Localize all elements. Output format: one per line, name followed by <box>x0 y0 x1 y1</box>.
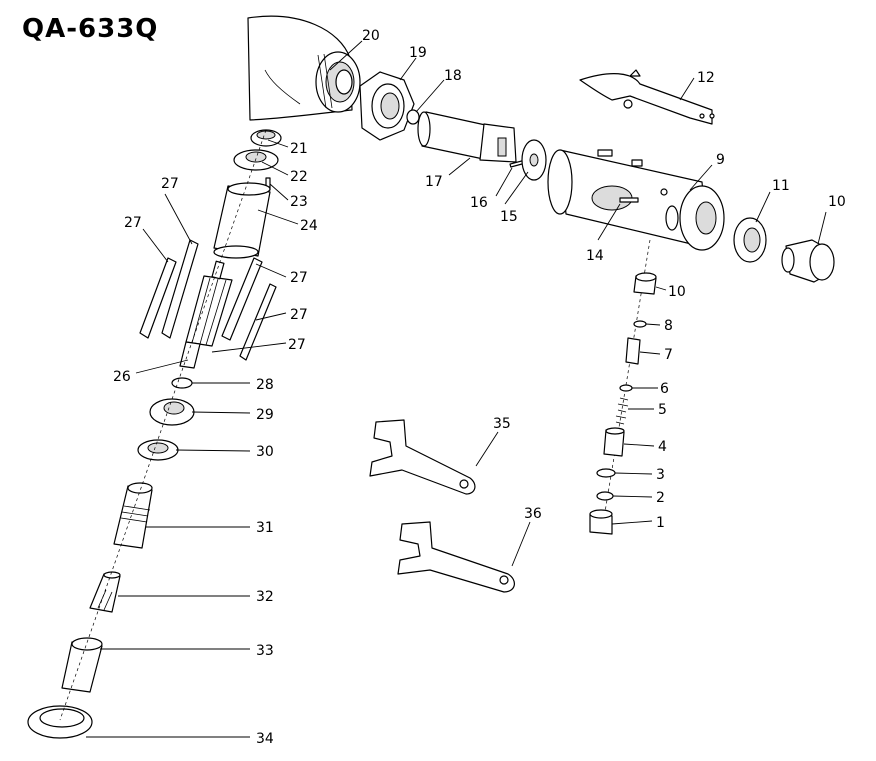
part-34-lock-ring <box>27 705 93 739</box>
callout-18: 17 <box>425 174 443 190</box>
callout-26: 26 <box>113 369 131 385</box>
callout-28: 28 <box>256 377 274 393</box>
part-6-o-ring <box>619 384 633 392</box>
callout-4: 4 <box>658 439 667 455</box>
model-title: QA-633Q <box>22 14 159 44</box>
part-22-bearing <box>250 129 282 147</box>
callout-27-c: 27 <box>290 270 308 286</box>
callout-27-b: 27 <box>124 215 142 231</box>
callout-20: 19 <box>409 45 427 61</box>
part-8-o-ring <box>633 320 647 328</box>
part-26-rotor <box>179 260 233 369</box>
part-18-throttle-shaft <box>417 111 517 163</box>
callout-10: 10 <box>668 284 686 300</box>
callout-22: 21 <box>290 141 308 157</box>
callout-30: 30 <box>256 444 274 460</box>
part-5-spring <box>615 397 629 425</box>
callout-labels: 20 19 18 21 22 23 24 12 9 11 10 17 16 15… <box>113 28 846 747</box>
part-20-ring-nut <box>359 71 415 141</box>
callout-17: 16 <box>470 195 488 211</box>
part-25-cylinder <box>213 182 271 259</box>
part-12-inlet-bushing <box>781 239 835 283</box>
part-14-lever <box>579 69 715 125</box>
callout-3: 3 <box>656 467 665 483</box>
part-29-bearing-cap <box>149 398 195 426</box>
part-11-gasket <box>733 217 767 263</box>
part-36-wrench <box>397 521 515 593</box>
part-7-valve-stem <box>625 337 641 365</box>
part-33-collet-nut <box>61 637 103 693</box>
callout-27-a: 27 <box>161 176 179 192</box>
part-15-pin <box>619 197 639 203</box>
callout-6: 6 <box>660 381 669 397</box>
part-10-valve-bush <box>633 272 657 295</box>
callout-9: 9 <box>716 152 725 168</box>
part-16-gasket <box>521 139 547 181</box>
callout-2: 2 <box>656 490 665 506</box>
callout-29: 29 <box>256 407 274 423</box>
part-3-o-ring <box>596 468 616 478</box>
callout-36: 36 <box>524 506 542 522</box>
part-30-bearing <box>137 439 179 461</box>
callout-5: 5 <box>658 402 667 418</box>
part-27-vanes <box>139 239 277 361</box>
callout-34: 34 <box>256 731 274 747</box>
callout-32: 32 <box>256 589 274 605</box>
part-19-o-ring <box>406 109 420 125</box>
callout-7: 7 <box>664 347 673 363</box>
part-1-valve-cap <box>589 509 613 535</box>
callout-16: 15 <box>500 209 518 225</box>
callout-27-e: 27 <box>288 337 306 353</box>
part-4-valve-seat <box>603 427 625 457</box>
callout-12: 10 <box>828 194 846 210</box>
callout-31: 31 <box>256 520 274 536</box>
part-31-spindle <box>113 482 153 549</box>
callout-8: 8 <box>664 318 673 334</box>
callout-11: 11 <box>772 178 790 194</box>
callout-27-d: 27 <box>290 307 308 323</box>
callout-15: 14 <box>586 248 604 264</box>
part-21-angle-head <box>247 15 361 121</box>
part-28-washer <box>171 377 193 389</box>
callout-14: 12 <box>697 70 715 86</box>
part-35-wrench <box>369 419 476 495</box>
leader-lines <box>86 40 827 738</box>
callout-23: 22 <box>290 169 308 185</box>
callout-1: 1 <box>656 515 665 531</box>
callout-24: 23 <box>290 194 308 210</box>
callout-33: 33 <box>256 643 274 659</box>
callout-19: 18 <box>444 68 462 84</box>
callout-25: 24 <box>300 218 318 234</box>
part-2-o-ring <box>596 491 614 501</box>
callout-21: 20 <box>362 28 380 44</box>
callout-35: 35 <box>493 416 511 432</box>
part-32-collet <box>89 571 121 613</box>
